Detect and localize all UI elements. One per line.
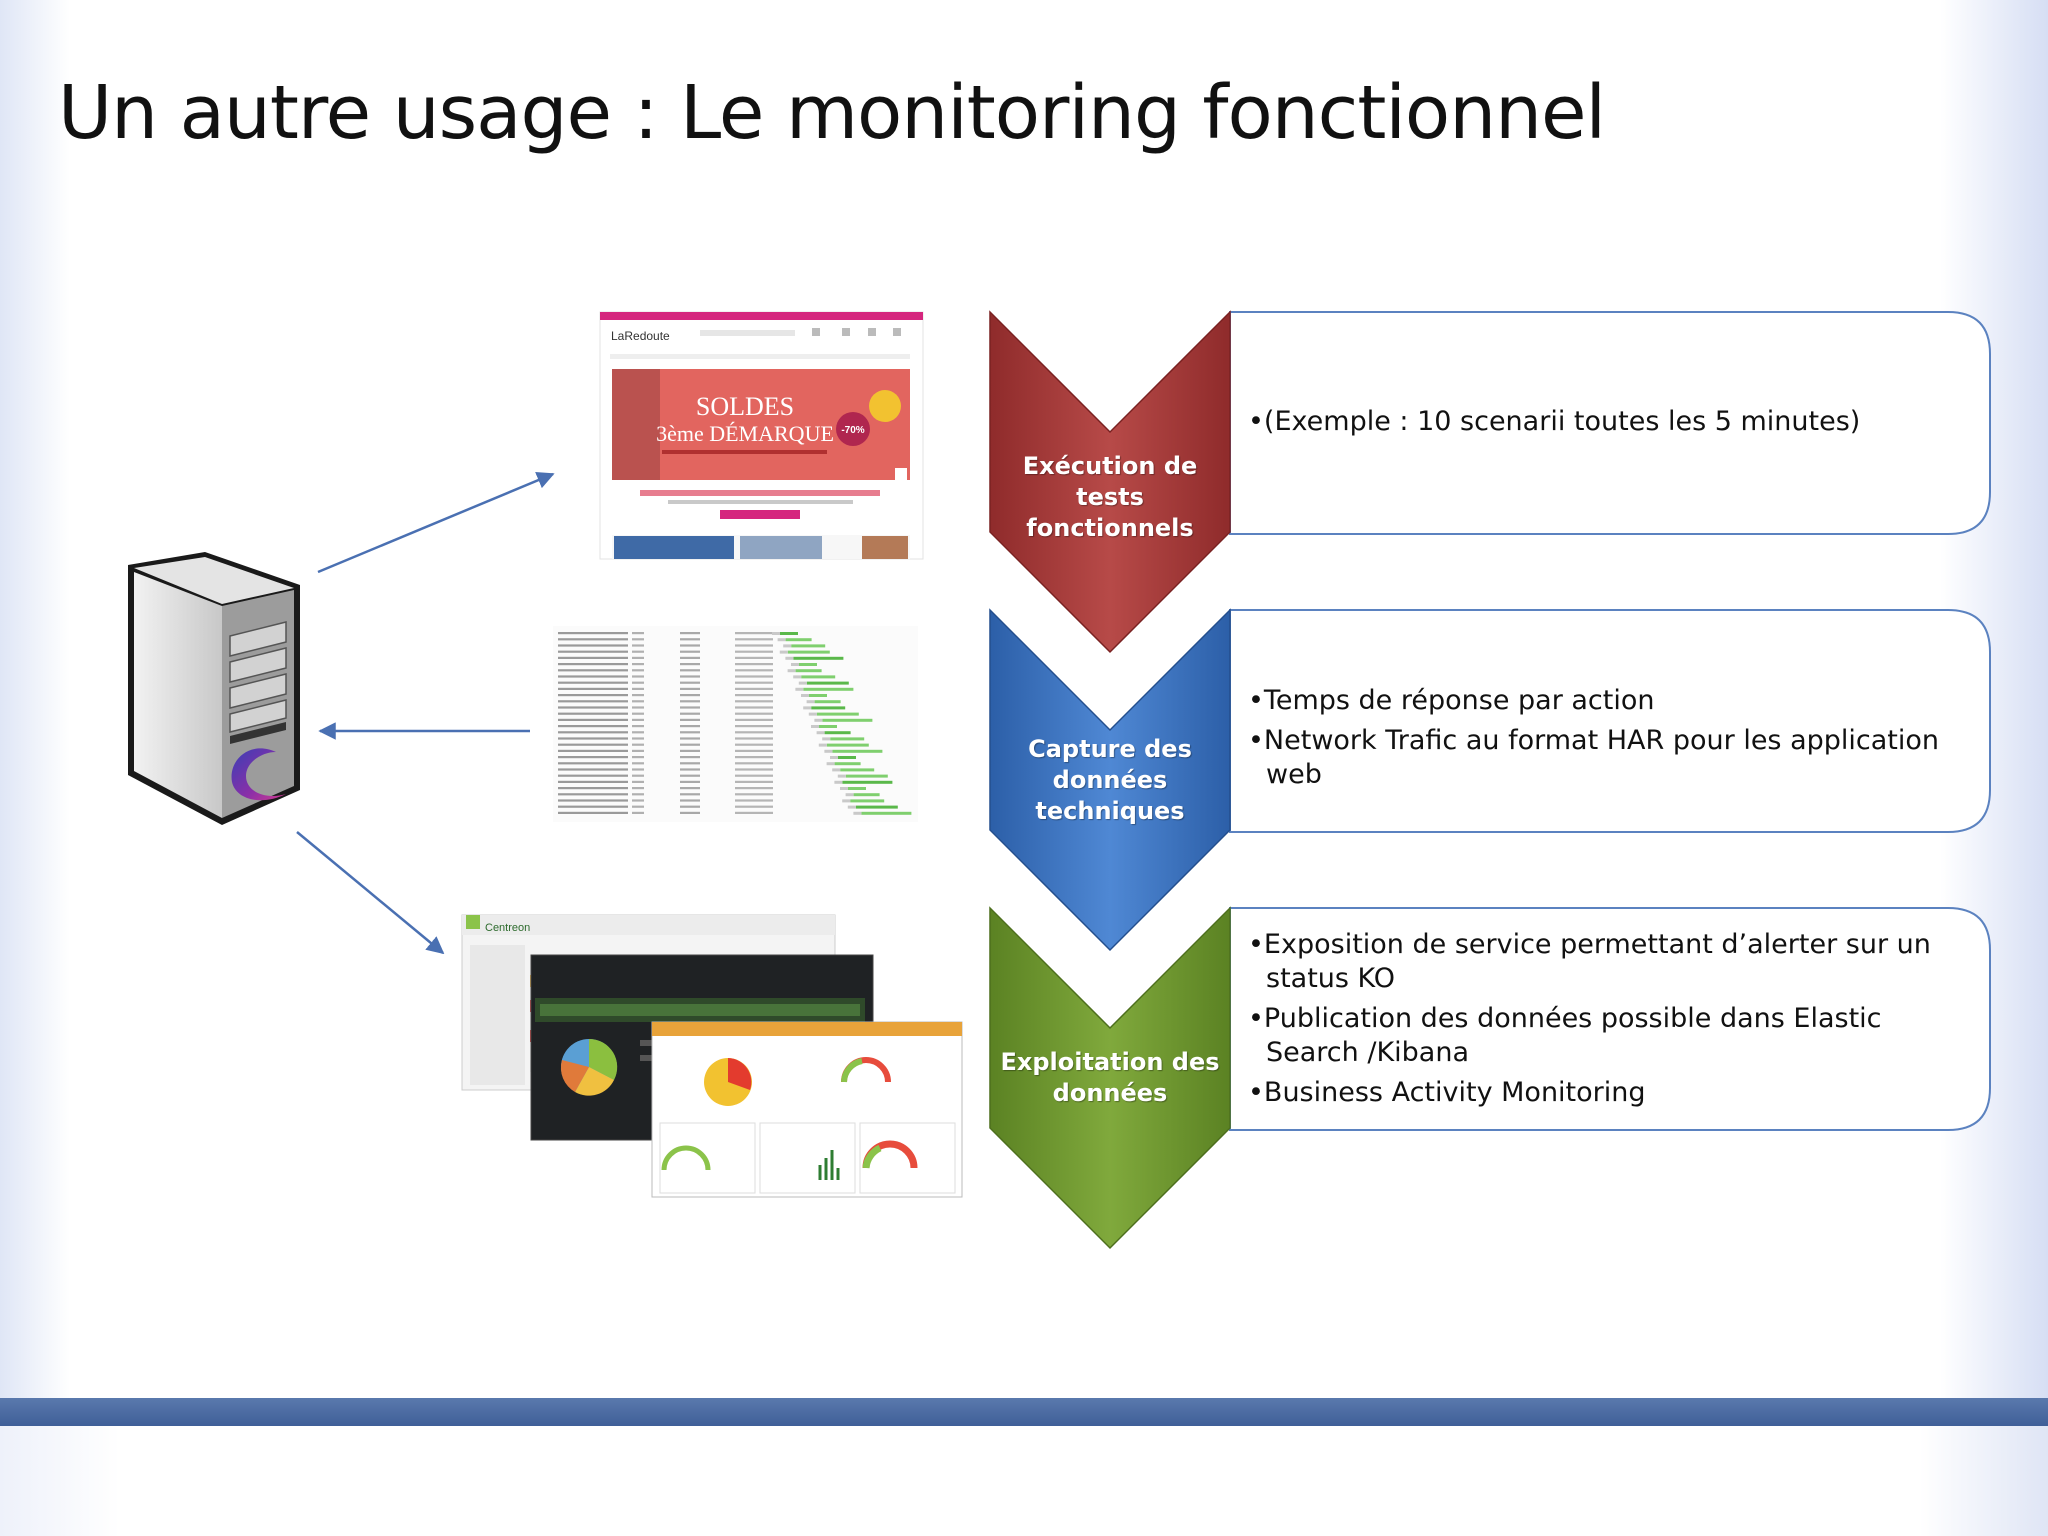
dashboard-brand: Centreon [485,922,530,934]
step-3-bullets: •Exposition de service permettant d’aler… [1248,928,1973,1116]
footer-background [0,1426,2048,1536]
step-3 [989,906,1991,1250]
arrow-to-webpage [317,471,555,574]
step-1-label: Exécution de tests fonctionnels [1022,452,1198,542]
bullet-item: •Publication des données possible dans E… [1248,1003,1882,1068]
webpage-subline: 3ème DÉMARQUE [656,421,834,446]
step-2-label: Capture des données techniques [1028,735,1192,825]
step-1-chevron [989,310,1231,654]
step-2-bullets: •Temps de réponse par action •Network Tr… [1248,684,1973,798]
har-waterfall-screenshot [553,626,918,822]
step-3-chevron [989,906,1231,1250]
webpage-screenshot: LaRedoute SOLDES 3ème DÉMARQUE -70% [599,311,924,560]
webpage-headline: SOLDES [696,392,794,421]
step-1 [989,310,1991,654]
bullet-item: •Temps de réponse par action [1248,685,1655,716]
bullet-item: •Business Activity Monitoring [1248,1077,1646,1108]
bullet-item: •Network Trafic au format HAR pour les a… [1248,725,1940,790]
webpage-badge: -70% [841,425,864,436]
bullet-item: •(Exemple : 10 scenarii toutes les 5 min… [1248,406,1861,437]
slide-title: Un autre usage : Le monitoring fonctionn… [58,70,1606,156]
step-2 [989,608,1991,952]
step-1-bullets: •(Exemple : 10 scenarii toutes les 5 min… [1248,405,1968,445]
webpage-brand: LaRedoute [611,329,670,343]
arrow-to-dashboard [296,831,445,955]
step-3-label: Exploitation des données [1000,1048,1220,1107]
footer-bar [0,1398,2048,1426]
step-2-chevron [989,608,1231,952]
server-tower-icon [128,552,300,825]
bullet-item: •Exposition de service permettant d’aler… [1248,929,1931,994]
dashboard-screenshots: Centreon [461,914,963,1198]
